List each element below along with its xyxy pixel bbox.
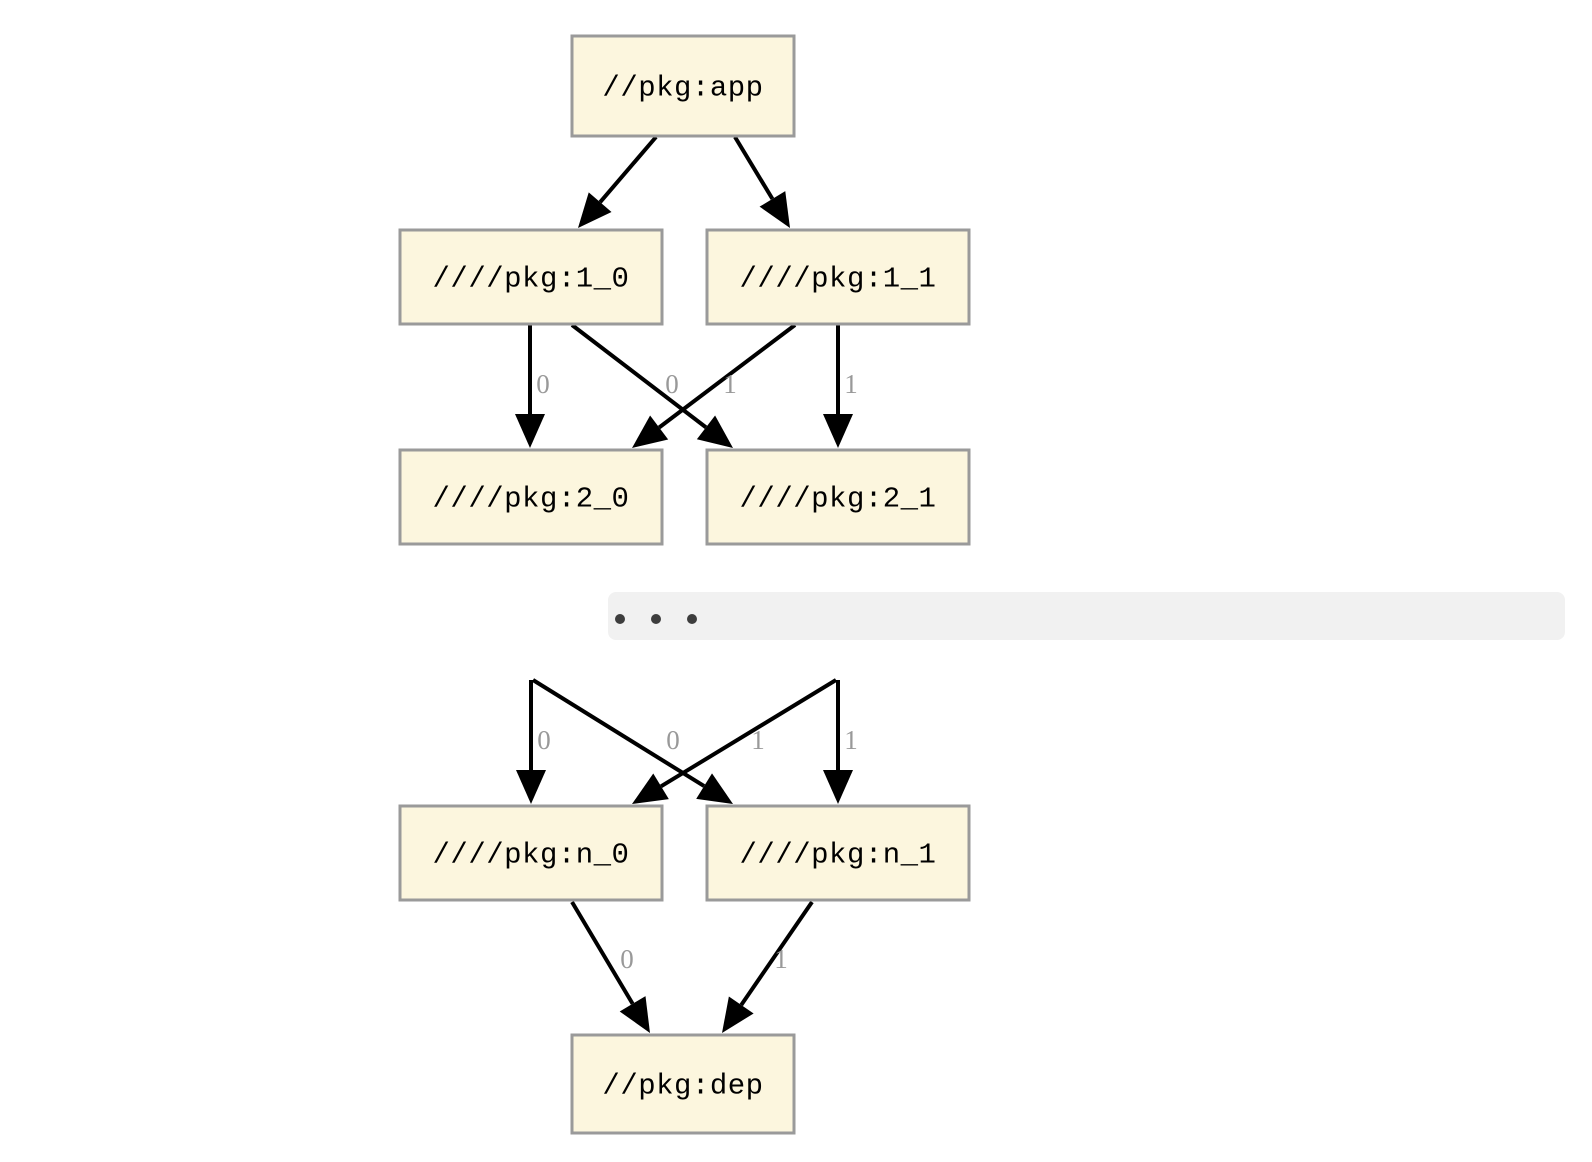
edge-line — [570, 323, 708, 429]
graph-edge — [632, 323, 797, 448]
graph-edge — [733, 135, 790, 228]
edge-arrowhead-icon — [516, 770, 546, 804]
graph-edge — [722, 900, 814, 1033]
edge-label: 0 — [665, 369, 679, 399]
node-label: ////pkg:n_0 — [433, 839, 630, 872]
node-box[interactable] — [398, 448, 664, 546]
edge-line — [739, 900, 814, 1007]
edge-line — [531, 678, 706, 788]
graph-edge — [823, 680, 853, 804]
edge-line — [598, 135, 658, 204]
graph-edge — [531, 678, 733, 804]
edge-line — [733, 135, 775, 200]
edge-arrowhead-icon — [632, 415, 669, 448]
edge-arrowhead-icon — [696, 415, 733, 448]
edge-arrowhead-icon — [759, 191, 790, 228]
node-box[interactable] — [705, 448, 971, 546]
graph-node-app[interactable]: //pkg:app — [570, 34, 796, 138]
edge-label: 0 — [536, 369, 550, 399]
graph-node-n2_1[interactable]: ////pkg:2_1 — [705, 448, 971, 546]
edge-arrowhead-icon — [722, 996, 754, 1033]
edge-arrowhead-icon — [515, 414, 545, 448]
edge-labels-layer: 0 0 1 1 0 0 1 1 0 1 — [536, 369, 858, 974]
node-box[interactable] — [398, 804, 664, 902]
graph-node-n2_0[interactable]: ////pkg:2_0 — [398, 448, 664, 546]
node-label: ////pkg:1_1 — [740, 263, 937, 296]
edge-label: 0 — [666, 725, 680, 755]
graph-edge — [823, 325, 853, 448]
ellipsis-band-group — [608, 592, 1565, 640]
graph-node-nn_1[interactable]: ////pkg:n_1 — [705, 804, 971, 902]
graph-edge — [570, 900, 650, 1033]
node-box[interactable] — [570, 1033, 796, 1135]
node-box[interactable] — [705, 804, 971, 902]
node-label: //pkg:dep — [602, 1070, 763, 1103]
nodes-layer: //pkg:app ////pkg:1_0 ////pkg:1_1 ////pkg:2… — [398, 34, 971, 1135]
graph-node-dep[interactable]: //pkg:dep — [570, 1033, 796, 1135]
edge-label: 1 — [723, 369, 737, 399]
edge-label: 0 — [537, 725, 551, 755]
edge-arrowhead-icon — [823, 770, 853, 804]
ellipsis-band — [608, 592, 1565, 640]
edge-label: 1 — [751, 725, 765, 755]
edge-label: 1 — [774, 944, 788, 974]
edge-line — [570, 900, 635, 1005]
edge-arrowhead-icon — [696, 773, 733, 804]
edges-layer — [515, 135, 853, 1033]
graph-edge — [516, 680, 546, 804]
node-label: ////pkg:1_0 — [433, 263, 630, 296]
edge-label: 1 — [844, 369, 858, 399]
node-label: ////pkg:2_1 — [740, 483, 937, 516]
node-label: ////pkg:n_1 — [740, 839, 937, 872]
edge-line — [657, 323, 797, 430]
edge-arrowhead-icon — [619, 996, 650, 1033]
edge-label: 1 — [844, 725, 858, 755]
edge-label: 0 — [620, 944, 634, 974]
edge-arrowhead-icon — [632, 773, 669, 804]
node-box[interactable] — [570, 34, 796, 138]
ellipsis-dot-icon — [651, 614, 661, 624]
edge-line — [660, 678, 838, 789]
ellipsis-dot-icon — [615, 614, 625, 624]
graph-edge — [578, 135, 658, 228]
graph-edge — [515, 325, 545, 448]
graph-node-n1_0[interactable]: ////pkg:1_0 — [398, 228, 664, 326]
node-label: //pkg:app — [602, 72, 763, 105]
graph-edge — [632, 678, 838, 804]
edge-arrowhead-icon — [578, 192, 612, 228]
ellipsis-dot-icon — [687, 614, 697, 624]
node-label: ////pkg:2_0 — [433, 483, 630, 516]
graph-node-n1_1[interactable]: ////pkg:1_1 — [705, 228, 971, 326]
graph-node-nn_0[interactable]: ////pkg:n_0 — [398, 804, 664, 902]
node-box[interactable] — [398, 228, 664, 326]
edge-arrowhead-icon — [823, 414, 853, 448]
node-box[interactable] — [705, 228, 971, 326]
